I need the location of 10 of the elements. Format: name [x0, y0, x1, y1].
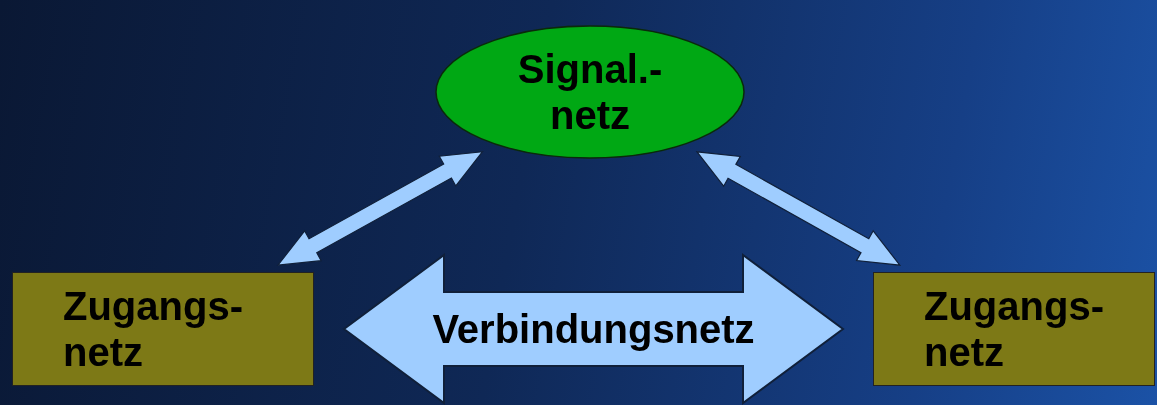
- double-arrow: [276, 150, 484, 266]
- double-arrow: [695, 151, 902, 266]
- process-box: [12, 272, 314, 386]
- node-label: Signal.- netz: [516, 46, 664, 138]
- node-label: Zugangs- netz: [924, 283, 1105, 375]
- edge-label: Verbindungsnetz: [432, 306, 755, 352]
- node-label: Zugangs- netz: [63, 283, 244, 375]
- process-box: [873, 272, 1155, 386]
- double-block-arrow: [342, 253, 845, 405]
- ellipse-node: [435, 25, 745, 159]
